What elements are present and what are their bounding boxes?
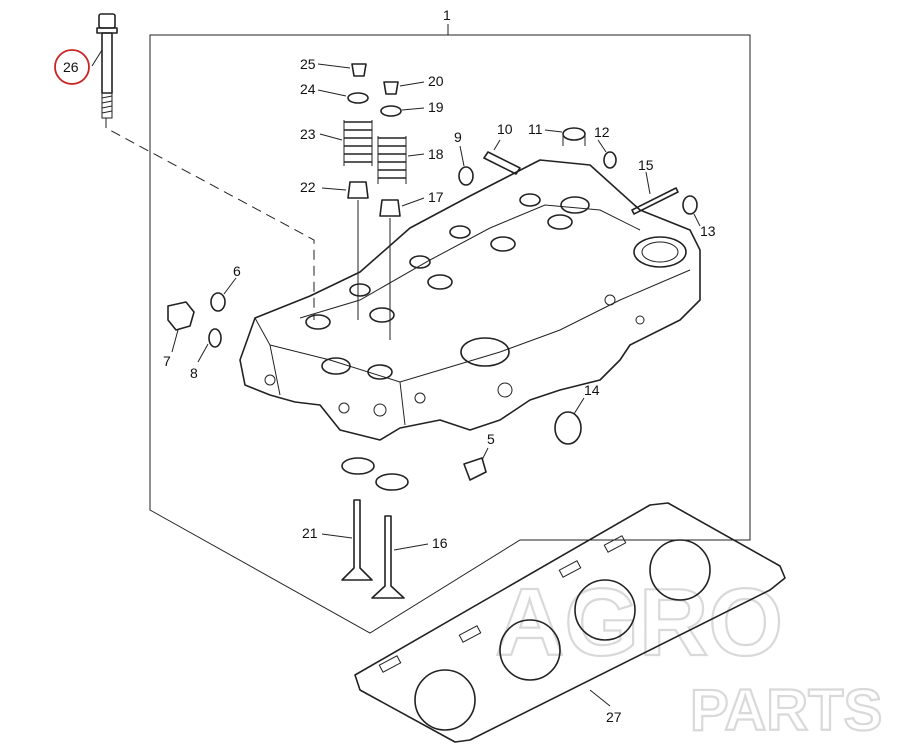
head-gasket: [354, 502, 786, 743]
watermark-line1: AGRO: [495, 569, 783, 676]
callout-27: 27: [606, 709, 622, 725]
valve-components: [167, 63, 698, 599]
leader-lines: [91, 24, 701, 707]
callout-10: 10: [497, 121, 513, 137]
head-bolt: [96, 13, 118, 119]
callout-21: 21: [302, 525, 318, 541]
callout-26: 26: [63, 59, 79, 75]
callout-20: 20: [428, 73, 444, 89]
bolt-guide-line: [105, 118, 315, 320]
callout-25: 25: [300, 56, 316, 72]
callout-8: 8: [190, 365, 198, 381]
callout-24: 24: [300, 81, 316, 97]
callout-labels: 1 25 24 23 22 20 19 18 17 9 10 11 12 15 …: [63, 7, 716, 725]
callout-22: 22: [300, 179, 316, 195]
callout-6: 6: [233, 263, 241, 279]
cylinder-head: [239, 159, 701, 441]
callout-19: 19: [428, 99, 444, 115]
callout-16: 16: [432, 535, 448, 551]
callout-5: 5: [487, 431, 495, 447]
callout-12: 12: [594, 124, 610, 140]
highlight-ring: [54, 49, 90, 85]
callout-13: 13: [700, 223, 716, 239]
callout-1: 1: [443, 7, 451, 23]
callout-15: 15: [638, 157, 654, 173]
callout-17: 17: [428, 189, 444, 205]
watermark: AGRO PARTS: [494, 568, 883, 744]
watermark-line2: PARTS: [690, 678, 882, 743]
callout-11: 11: [528, 121, 543, 137]
assembly-frame: [149, 34, 751, 634]
callout-23: 23: [300, 126, 316, 142]
callout-7: 7: [163, 353, 171, 369]
callout-18: 18: [428, 146, 444, 162]
callout-9: 9: [454, 129, 462, 145]
callout-14: 14: [584, 382, 600, 398]
